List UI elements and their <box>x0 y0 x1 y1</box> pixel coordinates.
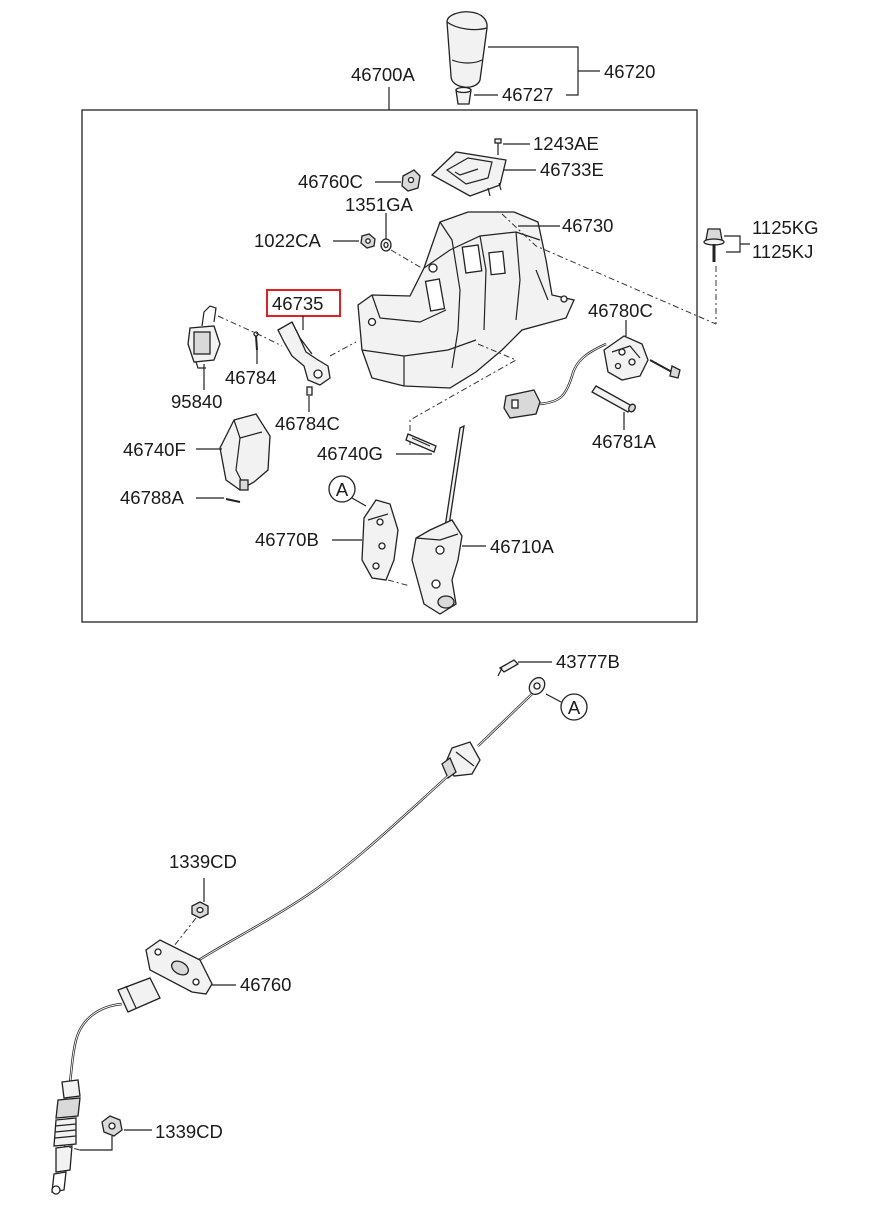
label-cable-assy: 46760 <box>240 974 291 995</box>
cable-boot <box>117 977 161 1013</box>
clip-46760c <box>401 169 421 192</box>
label-bolt-kj: 1125KJ <box>752 241 813 262</box>
detent-plate <box>361 499 399 581</box>
label-lever-assy: 46710A <box>490 536 554 557</box>
shaft-46781a <box>591 385 636 413</box>
pin-46784c <box>306 386 313 396</box>
side-cover <box>219 413 271 491</box>
leader-knob <box>488 46 600 96</box>
spring-pin <box>405 433 437 453</box>
sensor-screw <box>649 359 681 379</box>
label-knob: 46720 <box>604 61 655 82</box>
lever-assembly <box>411 424 465 615</box>
label-washer-upper: 1351GA <box>345 194 414 215</box>
label-pin-small: 46784 <box>225 367 276 388</box>
pin-46784 <box>253 331 259 351</box>
indicator-plate <box>430 151 507 197</box>
label-bracket-main: 46730 <box>562 215 613 236</box>
cable-fitting <box>441 741 481 780</box>
sensor-connector <box>503 389 541 419</box>
label-lever-lock: 46735 <box>272 293 323 314</box>
label-nut-upper: 1022CA <box>254 230 322 251</box>
nut-1339cd-lower <box>101 1115 123 1137</box>
svg-text:A: A <box>568 697 581 718</box>
shift-knob <box>446 11 488 88</box>
shifter-bracket <box>357 211 575 389</box>
label-assembly: 46700A <box>351 64 415 85</box>
label-pin-small-c: 46784C <box>275 413 340 434</box>
label-bolt-kg: 1125KG <box>752 217 819 238</box>
label-indicator-plate: 46733E <box>540 159 604 180</box>
assembly-frame <box>81 109 698 623</box>
label-nut-lower: 1339CD <box>155 1121 223 1142</box>
label-knob-insert: 46727 <box>502 84 553 105</box>
washer-1351ga <box>380 238 392 252</box>
sensor-switch <box>603 335 649 381</box>
callout-a-lower: A <box>560 693 588 721</box>
clip-46788a <box>225 498 241 503</box>
cable-clip <box>497 659 520 677</box>
label-spring-pin: 46740G <box>317 443 383 464</box>
label-detent-plate: 46770B <box>255 529 319 550</box>
label-clip-bottom: 46788A <box>120 487 184 508</box>
nut-1339cd-mid <box>191 901 209 919</box>
label-sensor-switch: 46780C <box>588 300 653 321</box>
nut-1022ca <box>360 233 376 249</box>
bolt-1125kg <box>703 228 725 262</box>
lock-lever <box>277 321 331 386</box>
cable-bracket <box>145 939 213 995</box>
label-solenoid: 95840 <box>171 391 222 412</box>
bolt-1243ae <box>494 138 502 155</box>
cable-end-lower <box>51 1079 81 1195</box>
label-nut-mid: 1339CD <box>169 851 237 872</box>
svg-text:A: A <box>336 479 349 500</box>
solenoid-95840 <box>187 305 221 369</box>
callout-a-upper: A <box>328 475 356 503</box>
label-clip-upper: 46760C <box>298 171 363 192</box>
knob-insert <box>455 86 472 105</box>
cable-end-upper <box>528 676 546 696</box>
label-cover-side: 46740F <box>123 439 186 460</box>
label-cable-clip: 43777B <box>556 651 620 672</box>
label-bolt-upper: 1243AE <box>533 133 599 154</box>
label-shaft-long: 46781A <box>592 431 656 452</box>
